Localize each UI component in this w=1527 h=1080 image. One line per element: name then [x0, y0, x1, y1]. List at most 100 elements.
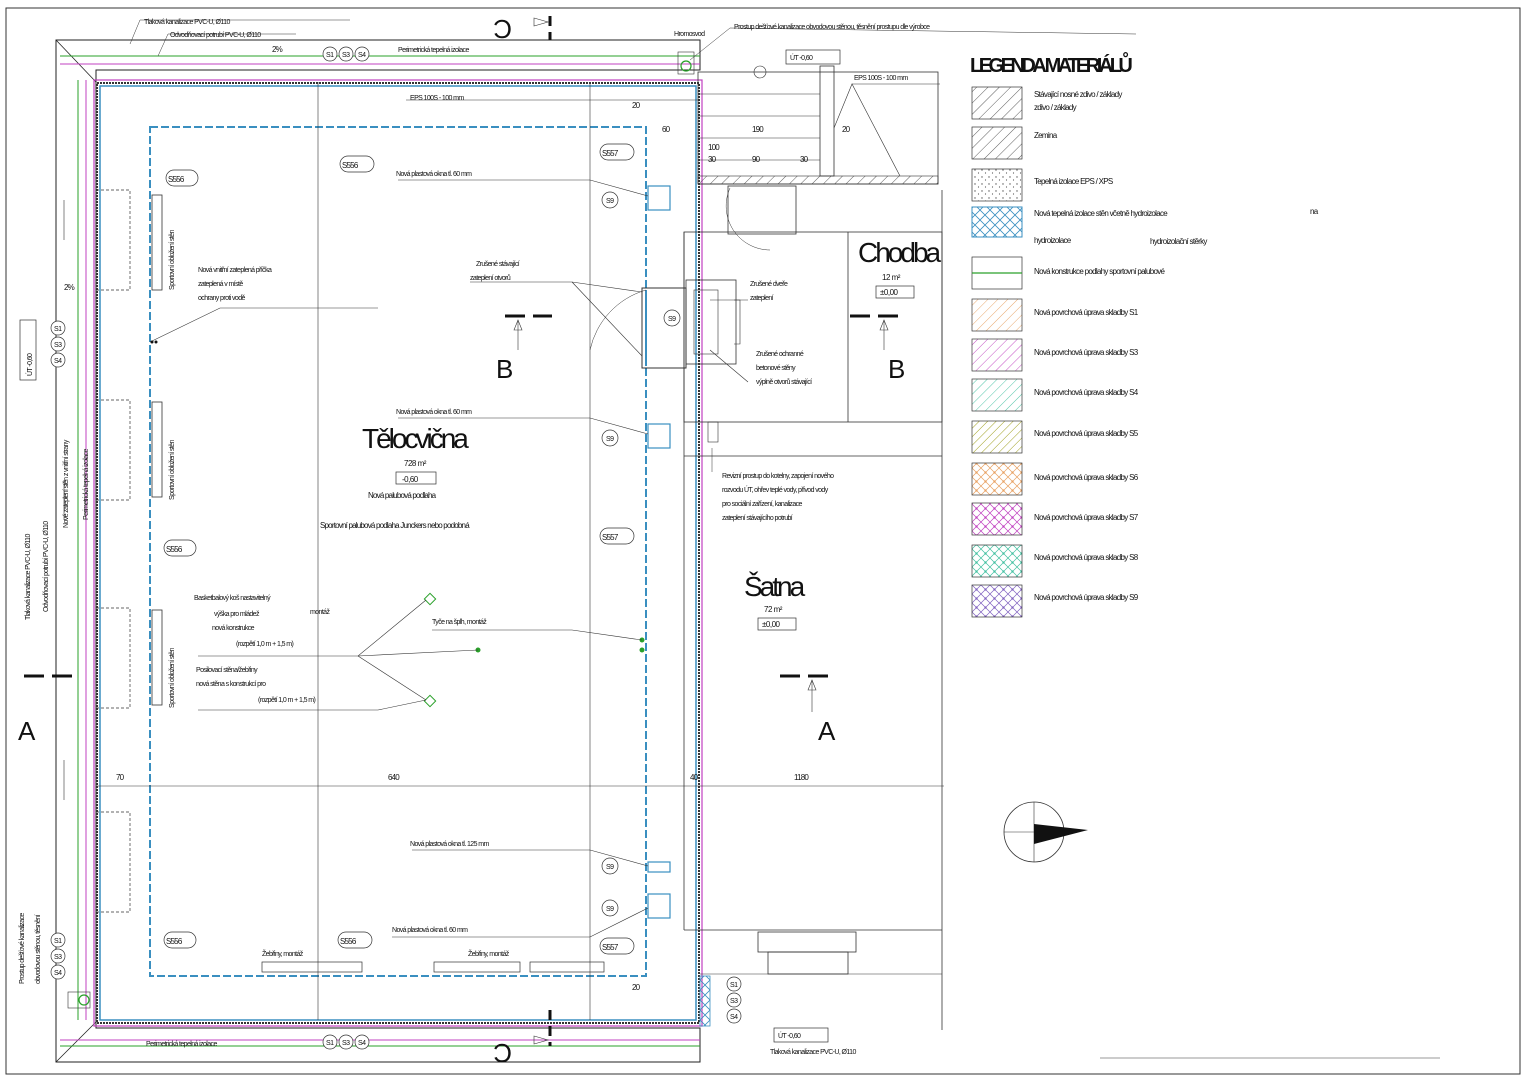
tag-s556-1: S556 — [342, 161, 359, 170]
note-wall3: ochrany proti vodě — [198, 295, 245, 302]
note-basket6: nová stěna s konstrukcí pro — [196, 681, 266, 688]
note-basket1: Basketbalový koš nastavitelný — [194, 595, 271, 602]
room-area-gym: 728 m² — [404, 459, 427, 468]
slope-left: 2% — [64, 283, 75, 292]
dim-70: 70 — [116, 773, 125, 782]
note-door2: zateplení otvorů — [470, 274, 511, 282]
text-labels: Tělocvična 728 m² -0,60 Nová palubová po… — [18, 14, 1319, 1068]
note-window3: Nová plastová okna tl. 125 mm — [410, 841, 489, 848]
tag-s4-left2: S4 — [54, 970, 62, 977]
section-label-c-bottom: C — [493, 1038, 512, 1068]
tag-s557-3: S557 — [602, 943, 619, 952]
note-bottom-left2: obvodovou stěnou, těsnění — [35, 914, 42, 984]
tag-s556-3: S556 — [166, 545, 183, 554]
tag-s3-left2: S3 — [54, 954, 62, 961]
legend-extra-hydro: hydroizolační stěrky — [1150, 237, 1207, 246]
room-name-storage: Šatna — [744, 571, 806, 602]
note-bench2: Žebřiny, montáž — [468, 949, 510, 958]
note-door3: Zrušené dveře — [750, 281, 788, 288]
tag-s1-left2: S1 — [54, 938, 62, 945]
legend-extra-na: na — [1310, 207, 1319, 216]
note-perimeter-left: Perimetrická tepelná izolace — [83, 449, 90, 520]
section-label-c-top: C — [493, 14, 512, 44]
note-door4: zateplení — [750, 295, 774, 302]
legend-label-7: Nová povrchová úprava skladby S3 — [1034, 348, 1139, 357]
note-level-left: ÚT -0,60 — [25, 353, 34, 376]
section-label-a-right: A — [818, 716, 836, 746]
legend-label-13: Nová povrchová úprava skladby S9 — [1034, 593, 1139, 602]
legend-label-4: Nová tepelná izolace stěn včetně hydroiz… — [1034, 209, 1168, 218]
dim-20-bottom: 20 — [632, 983, 641, 992]
dim-90: 90 — [752, 155, 761, 164]
tag-s3-top: S3 — [342, 52, 350, 59]
note-door1: Zrušené stávající — [476, 261, 520, 268]
dim-1180: 1180 — [794, 773, 809, 782]
side-rooms-outline — [683, 65, 1440, 1059]
note-window2: Nová plastová okna tl. 60 mm — [396, 409, 472, 416]
note-basket3: nová konstrukce — [212, 625, 255, 632]
note-wall-b: Sportovní obložení stěn — [169, 440, 176, 500]
note-sanit3: pro sociální zařízení, kanalizace — [722, 501, 803, 508]
dim-40: 40 — [690, 773, 699, 782]
tag-s1-left: S1 — [54, 326, 62, 333]
legend-label-10: Nová povrchová úprava skladby S6 — [1034, 473, 1139, 482]
room-name-gym: Tělocvična — [362, 423, 469, 454]
note-bottom-left1: Prostup dešťové kanalizace — [19, 913, 26, 984]
note-sanit4: zateplení stávajícího potrubí — [722, 515, 793, 522]
note-montaz: montáž — [310, 609, 330, 616]
legend-label-6: Nová povrchová úprava skladby S1 — [1034, 308, 1139, 317]
leader-lines — [129, 19, 1137, 472]
tag-s9-3: S9 — [606, 864, 614, 871]
dim-100: 100 — [708, 143, 720, 152]
room-name-hall: Chodba — [858, 237, 942, 268]
legend-title: LEGENDA MATERIÁLŮ — [970, 51, 1132, 77]
room-level-gym: -0,60 — [402, 475, 419, 484]
note-wall2: zateplená v místě — [198, 281, 243, 288]
gym-floor-note2: Sportovní palubová podlaha Junckers nebo… — [320, 521, 470, 530]
legend-label-8: Nová povrchová úprava skladby S4 — [1034, 388, 1139, 397]
tag-s3-left: S3 — [54, 342, 62, 349]
note-window1: Nová plastová okna tl. 60 mm — [396, 171, 472, 178]
tag-bubbles — [50, 46, 742, 1050]
tag-s556-5: S556 — [340, 937, 357, 946]
note-eps-right: EPS 100S - 100 mm — [854, 75, 908, 82]
note-bench1: Žebřiny, montáž — [262, 949, 304, 958]
room-level-hall: ±0,00 — [880, 288, 899, 297]
note-top-right: Prostup dešťové kanalizace obvodovou stě… — [734, 24, 930, 31]
dim-30-right: 30 — [800, 155, 809, 164]
note-side2: Tlaková kanalizace PVC-U, Ø110 — [25, 534, 32, 620]
tag-s4-top: S4 — [358, 52, 366, 59]
tag-s9-2: S9 — [606, 436, 614, 443]
legend-label-2: Zemina — [1034, 131, 1058, 140]
tag-s9-4: S9 — [606, 906, 614, 913]
note-perimeter-bottom: Perimetrická tepelná izolace — [146, 1041, 217, 1048]
dim-190: 190 — [752, 125, 764, 134]
section-label-b-left: B — [496, 354, 513, 384]
legend-label-3: Tepelná izolace EPS / XPS — [1034, 177, 1113, 186]
tag-s556-4: S556 — [166, 937, 183, 946]
note-sanit2: rozvodu ÚT, ohřev teplé vody, přívod vod… — [722, 485, 829, 494]
note-eps-top: EPS 100S - 100 mm — [410, 95, 464, 102]
note-basket7: (rozpětí 1,0 m + 1,5 m) — [258, 697, 315, 704]
note-sanit1: Revizní prostup do kotelny, zapojení nov… — [722, 473, 834, 480]
note-wall-a: Sportovní obložení stěn — [169, 230, 176, 290]
note-level-top: ÚT -0,60 — [790, 53, 813, 62]
north-arrow — [1003, 801, 1088, 863]
tag-s4-left: S4 — [54, 358, 62, 365]
note-bottom-drain: Tlaková kanalizace PVC-U, Ø110 — [770, 1049, 856, 1056]
level-boxes — [19, 49, 915, 1043]
dim-640: 640 — [388, 773, 400, 782]
tag-s556-2: S556 — [168, 175, 185, 184]
tag-s9-1: S9 — [606, 198, 614, 205]
note-door6: betonové stěny — [756, 365, 796, 372]
tag-s4-bottom: S4 — [358, 1040, 366, 1047]
note-door7: výplně otvorů stávající — [756, 378, 812, 386]
note-door5: Zrušené ochranné — [756, 351, 804, 358]
tag-s557-1: S557 — [602, 149, 619, 158]
note-perimeter: Perimetrická tepelná izolace — [398, 47, 469, 54]
tag-s1-bottom: S1 — [326, 1040, 334, 1047]
note-window4: Nová plastová okna tl. 60 mm — [392, 927, 468, 934]
note-hydrant: Hromosvod — [674, 31, 705, 38]
gym-outline — [55, 39, 944, 1063]
